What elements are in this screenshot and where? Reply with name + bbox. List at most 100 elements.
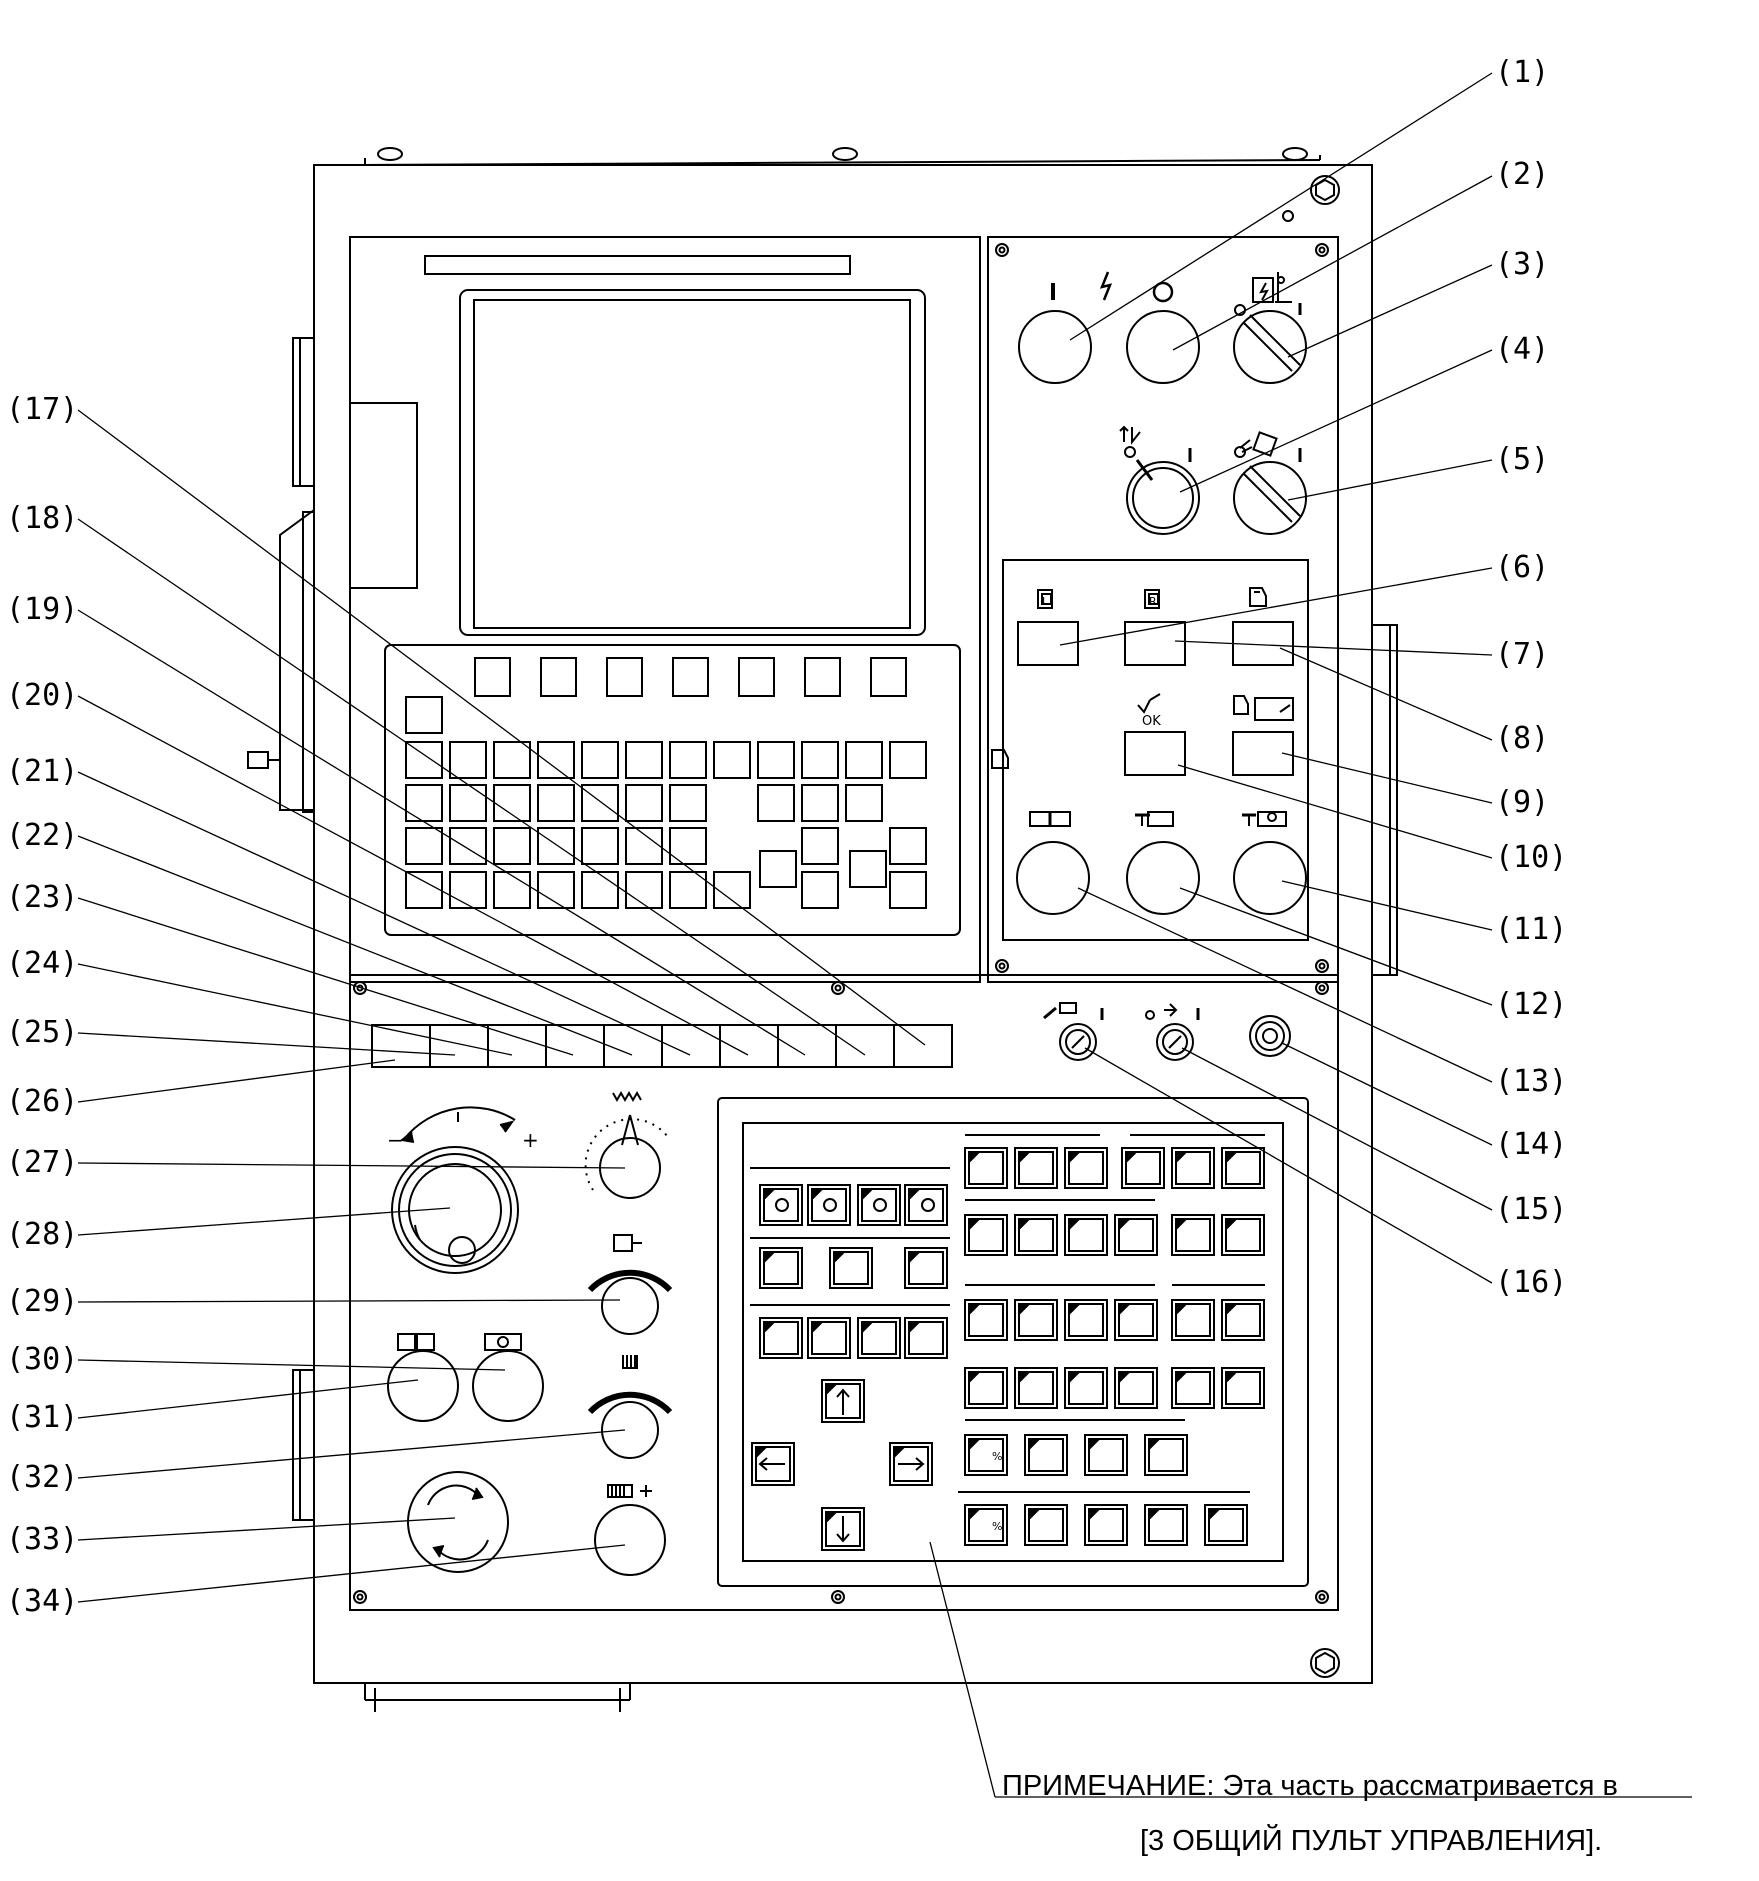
mdi-key[interactable] [581,784,619,822]
soft-key[interactable] [672,657,709,697]
mdi-key[interactable] [493,784,531,822]
soft-key[interactable] [540,657,577,697]
operation-key[interactable] [904,1184,948,1226]
operation-key[interactable] [759,1184,803,1226]
door-keyswitch[interactable] [1156,1023,1194,1061]
mdi-key[interactable] [537,871,575,909]
strip-switch[interactable] [893,1024,953,1068]
operation-key[interactable] [1064,1147,1108,1189]
mdi-key[interactable] [889,827,927,865]
operation-key[interactable] [964,1367,1008,1409]
operation-key[interactable] [1014,1147,1058,1189]
operation-key[interactable] [829,1247,873,1289]
operation-key[interactable] [1064,1367,1108,1409]
rotation-selector[interactable] [407,1471,509,1573]
operation-key[interactable] [1014,1214,1058,1256]
strip-switch[interactable] [603,1024,663,1068]
strip-switch[interactable] [719,1024,779,1068]
operation-key[interactable] [807,1317,851,1359]
chuck-clamp-button[interactable] [387,1350,459,1422]
mdi-key[interactable] [449,784,487,822]
mdi-key[interactable] [669,741,707,779]
operation-key[interactable] [1171,1367,1215,1409]
operation-key[interactable] [1084,1434,1128,1476]
strip-switch[interactable] [835,1024,895,1068]
feedrate-override-dial[interactable] [584,1114,671,1199]
operation-key[interactable] [1171,1147,1215,1189]
operation-key[interactable] [1221,1214,1265,1256]
operation-key[interactable] [1171,1299,1215,1341]
mdi-key[interactable] [713,741,751,779]
mdi-key[interactable] [845,784,883,822]
power-off-button[interactable] [1126,310,1200,384]
operation-key[interactable] [1014,1367,1058,1409]
mdi-key[interactable] [759,850,797,888]
mdi-key[interactable] [845,741,883,779]
mdi-key[interactable] [757,784,795,822]
strip-switch[interactable] [545,1024,605,1068]
mdi-key[interactable] [889,871,927,909]
operation-key[interactable] [964,1214,1008,1256]
operation-key[interactable] [807,1184,851,1226]
strip-switch[interactable] [777,1024,837,1068]
switch-strip[interactable] [371,1024,953,1068]
mdi-key[interactable] [801,784,839,822]
manual-pulse-handwheel[interactable] [391,1146,519,1274]
rapid-override-dial[interactable] [587,1391,673,1459]
operation-key[interactable] [1221,1147,1265,1189]
operation-key[interactable] [904,1317,948,1359]
operation-key[interactable] [964,1434,1008,1476]
lcd-screen[interactable] [473,299,911,629]
soft-key[interactable] [606,657,643,697]
operation-key[interactable] [1114,1214,1158,1256]
mdi-key[interactable] [405,741,443,779]
operation-key[interactable] [759,1247,803,1289]
chuck-open-button[interactable] [1016,841,1090,915]
door-interlock-switch[interactable] [1233,461,1307,535]
mdi-key[interactable] [405,784,443,822]
mdi-key[interactable] [449,741,487,779]
operation-key[interactable] [1221,1367,1265,1409]
operation-key[interactable] [1114,1299,1158,1341]
mdi-key[interactable] [757,741,795,779]
operation-keys[interactable]: %% [750,1134,1265,1551]
mdi-key[interactable] [625,827,663,865]
mdi-key[interactable] [625,784,663,822]
mdi-key[interactable] [493,741,531,779]
soft-key[interactable] [870,657,907,697]
operation-key[interactable] [1144,1434,1188,1476]
mdi-key[interactable] [713,871,751,909]
mdi-key[interactable] [493,827,531,865]
operation-key[interactable] [1121,1147,1165,1189]
mdi-key[interactable] [801,827,839,865]
operation-key[interactable] [964,1504,1008,1546]
operation-key[interactable] [821,1507,865,1551]
edit-lock-keyswitch[interactable] [1059,1023,1097,1061]
operation-key[interactable] [1171,1214,1215,1256]
mdi-key[interactable] [581,741,619,779]
mdi-key[interactable] [669,784,707,822]
operation-key[interactable] [1221,1299,1265,1341]
soft-key[interactable] [738,657,775,697]
select-r-button[interactable] [1124,621,1186,666]
ok-button[interactable] [1124,731,1186,776]
soft-key[interactable] [804,657,841,697]
mdi-key[interactable] [581,827,619,865]
chuck-unclamp-button[interactable] [472,1350,544,1422]
operation-key[interactable] [1064,1214,1108,1256]
mdi-key[interactable] [889,741,927,779]
mdi-key[interactable] [849,850,887,888]
operation-key[interactable] [964,1299,1008,1341]
operation-key[interactable] [857,1184,901,1226]
operation-key[interactable] [1064,1299,1108,1341]
mdi-key[interactable] [493,871,531,909]
coolant-switch[interactable] [1126,459,1200,535]
main-power-switch[interactable] [1233,310,1307,384]
operation-key[interactable] [759,1317,803,1359]
operation-key[interactable] [857,1317,901,1359]
mdi-key[interactable] [537,827,575,865]
select-l-button[interactable] [1017,621,1079,666]
strip-switch[interactable] [429,1024,489,1068]
operation-key[interactable] [904,1247,948,1289]
mdi-key[interactable] [449,827,487,865]
